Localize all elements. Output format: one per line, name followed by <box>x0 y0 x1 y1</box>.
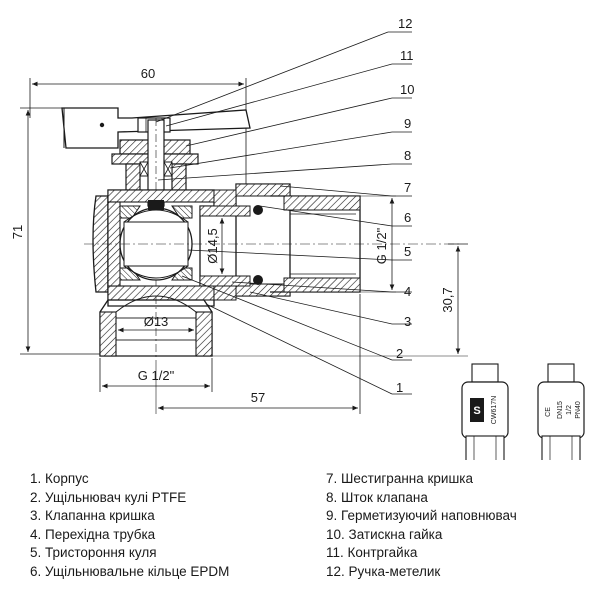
dn-mark: DN15 <box>557 401 564 419</box>
callout-11: 11 <box>400 48 414 63</box>
legend-item: 6. Ущільнювальне кільце EPDM <box>30 563 310 582</box>
legend-label: Шток клапана <box>341 489 428 505</box>
legend-label: Тристороння куля <box>45 545 157 560</box>
legend-item: 8. Шток клапана <box>326 489 600 508</box>
callout-10: 10 <box>400 82 414 97</box>
side-view-right: CE DN15 1/2 PN40 <box>537 363 585 460</box>
callout-2: 2 <box>396 346 403 361</box>
callout-3: 3 <box>404 314 411 329</box>
legend-label: Клапанна кришка <box>45 508 155 523</box>
legend-right: 7. Шестигранна кришка 8. Шток клапана 9.… <box>326 470 600 581</box>
dim-outlet-thread-label: G 1/2" <box>374 227 389 264</box>
side-view-left: S CW617N <box>461 363 509 460</box>
legend-label: Ущільнювальне кільце EPDM <box>45 563 230 579</box>
legend-label: Перехідна трубка <box>45 526 156 542</box>
dimension-axis-offset: 30,7 <box>212 243 468 357</box>
callout-1: 1 <box>396 380 403 395</box>
legend-number: 11. <box>326 545 344 560</box>
legend-item: 4. Перехідна трубка <box>30 526 310 545</box>
callout-7: 7 <box>404 180 411 195</box>
legend-number: 2. <box>30 489 42 505</box>
legend-left: 1. Корпус 2. Ущільнювач кулі PTFE 3. Кла… <box>30 470 310 581</box>
ce-mark: CE <box>545 407 552 417</box>
valve-body <box>92 189 215 366</box>
valve-section-drawing: 60 71 <box>10 16 585 460</box>
dimension-inlet-diameter: Ø13 <box>118 314 194 333</box>
callout-8: 8 <box>404 148 411 163</box>
legend-number: 10. <box>326 526 345 542</box>
outlet-assembly <box>84 183 460 301</box>
legend-label: Герметизуючий наповнювач <box>341 508 517 523</box>
legend-item: 9. Герметизуючий наповнювач <box>326 507 600 526</box>
legend-label: Ущільнювач кулі PTFE <box>45 489 187 505</box>
legend-number: 5. <box>30 545 42 560</box>
legend-item: 2. Ущільнювач кулі PTFE <box>30 489 310 508</box>
dim-inlet-diameter-label: Ø13 <box>144 314 169 329</box>
dimension-length: 57 <box>155 294 361 414</box>
callout-12: 12 <box>398 16 412 31</box>
legend-number: 1. <box>30 471 42 486</box>
pn-mark: PN40 <box>575 401 582 419</box>
dim-top-width-label: 60 <box>141 66 155 81</box>
callout-5: 5 <box>404 244 411 259</box>
legend-label: Контргайка <box>347 545 418 560</box>
legend-label: Затискна гайка <box>348 526 443 542</box>
material-code: CW617N <box>491 396 498 424</box>
dim-axis-offset-label: 30,7 <box>440 287 455 312</box>
legend-item: 3. Клапанна кришка <box>30 507 310 526</box>
legend-number: 12. <box>326 563 345 579</box>
dimension-bore-diameter: Ø14,5 <box>205 218 225 274</box>
legend-number: 4. <box>30 526 42 542</box>
callout-6: 6 <box>404 210 411 225</box>
size-mark: 1/2 <box>566 405 573 415</box>
legend-item: 10. Затискна гайка <box>326 526 600 545</box>
callout-4: 4 <box>404 284 411 299</box>
legend-item: 1. Корпус <box>30 470 310 489</box>
legend-number: 3. <box>30 508 42 523</box>
callout-9: 9 <box>404 116 411 131</box>
legend-number: 7. <box>326 471 338 486</box>
legend-number: 9. <box>326 508 338 523</box>
legend-item: 12. Ручка-метелик <box>326 563 600 582</box>
dim-height-label: 71 <box>10 225 25 239</box>
legend-item: 7. Шестигранна кришка <box>326 470 600 489</box>
legend-label: Корпус <box>45 471 89 486</box>
legend-label: Ручка-метелик <box>348 563 441 579</box>
dim-length-label: 57 <box>251 390 265 405</box>
dim-bore-label: Ø14,5 <box>205 228 220 263</box>
legend-item: 11. Контргайка <box>326 544 600 563</box>
legend-number: 8. <box>326 489 338 505</box>
brand-logo-letter: S <box>473 405 480 417</box>
callout-numbers: 12 11 10 9 8 7 6 5 4 3 2 1 <box>396 16 414 395</box>
dimension-top-width: 60 <box>29 66 247 188</box>
legend-label: Шестигранна кришка <box>341 471 473 486</box>
legend-item: 5. Тристороння куля <box>30 544 310 563</box>
callout-leaders <box>155 31 412 395</box>
legend-number: 6. <box>30 563 42 579</box>
